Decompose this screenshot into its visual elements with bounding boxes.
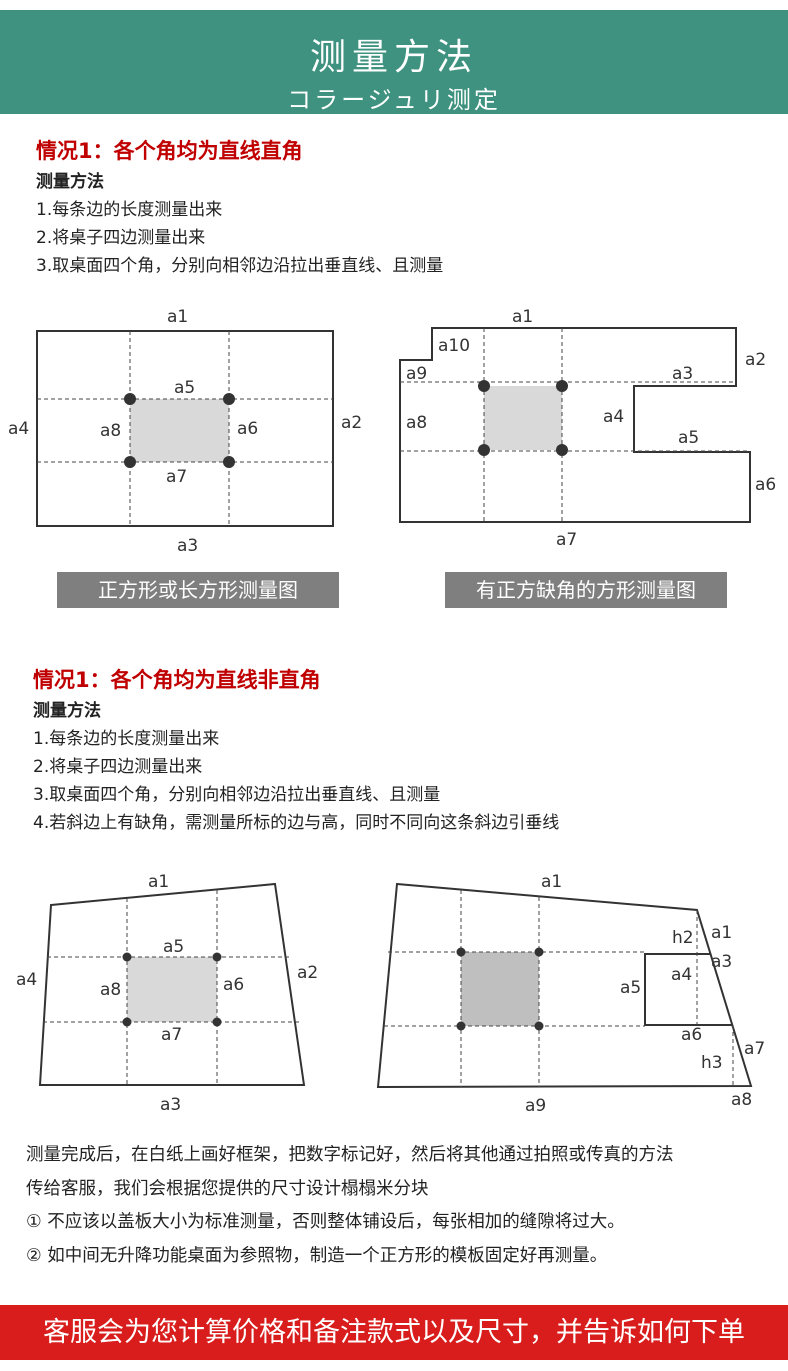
diagram-rectangle: a1 a2 a3 a4 a5 a6 a7 a8 (8, 307, 362, 556)
label-a9: a9 (406, 364, 427, 384)
section2-step: 1.每条边的长度测量出来 (33, 729, 220, 749)
diagram-irregular: a1 h2 a1 a3 a4 a5 a6 a7 h3 a8 a9 (376, 872, 765, 1116)
center-panel (130, 399, 229, 462)
label-a2: a2 (341, 413, 362, 433)
guide-lines (384, 890, 734, 1087)
note-line: ① 不应该以盖板大小为标准测量，否则整体铺设后，每张相加的缝隙将过大。 (26, 1212, 625, 1232)
section2-step: 4.若斜边上有缺角，需测量所标的边与高，同时不同向这条斜边引垂线 (33, 813, 560, 833)
section1-step: 2.将桌子四边测量出来 (36, 228, 206, 248)
section2-heading: 测量方法 (33, 701, 101, 721)
center-panel (127, 957, 217, 1022)
section1-steps: 测量方法 1.每条边的长度测量出来 2.将桌子四边测量出来 3.取桌面四个角，分… (36, 168, 443, 280)
diagram-notched: a1 a2 a3 a4 a5 a6 a7 a8 a9 a10 (399, 307, 776, 550)
label-a1-small: a1 (711, 923, 732, 943)
table-outline (38, 882, 306, 1086)
label-a8: a8 (100, 421, 121, 441)
label-a9: a9 (525, 1096, 546, 1116)
section1-title: 情况1：各个角均为直线直角 (36, 139, 303, 163)
label-a5: a5 (678, 428, 699, 448)
corner-points (478, 380, 568, 456)
corner-points (122, 952, 222, 1027)
label-a1: a1 (148, 872, 169, 892)
caption-notched: 有正方缺角的方形测量图 (445, 572, 727, 608)
section1-step: 3.取桌面四个角，分别向相邻边沿拉出垂直线、且测量 (36, 256, 444, 276)
footer-banner: 客服会为您计算价格和备注款式以及尺寸，并告诉如何下单 (0, 1305, 788, 1360)
label-a8: a8 (406, 413, 427, 433)
label-a6: a6 (681, 1025, 702, 1045)
center-panel (461, 952, 539, 1026)
section1-heading: 测量方法 (36, 172, 104, 192)
note-line: ② 如中间无升降功能桌面为参照物，制造一个正方形的模板固定好再测量。 (26, 1246, 608, 1266)
corner-points (456, 947, 544, 1031)
label-a4: a4 (16, 970, 37, 990)
label-a4: a4 (8, 419, 29, 439)
label-h2: h2 (672, 928, 694, 948)
label-a8: a8 (731, 1090, 752, 1110)
guide-lines (37, 331, 333, 526)
label-a4: a4 (603, 407, 624, 427)
guide-lines (43, 890, 299, 1085)
label-a7: a7 (744, 1039, 765, 1059)
label-a1: a1 (512, 307, 533, 327)
label-a10: a10 (438, 336, 470, 356)
label-a1: a1 (541, 872, 562, 892)
label-a3: a3 (672, 364, 693, 384)
section2-step: 3.取桌面四个角，分别向相邻边沿拉出垂直线、且测量 (33, 785, 441, 805)
label-a5: a5 (620, 978, 641, 998)
corner-points (124, 393, 235, 468)
label-a7: a7 (556, 530, 577, 550)
table-outline (36, 330, 334, 527)
section2-step: 2.将桌子四边测量出来 (33, 757, 203, 777)
label-a3: a3 (711, 952, 732, 972)
page-subtitle: コラージュリ测定 (287, 86, 501, 114)
note-line: 传给客服，我们会根据您提供的尺寸设计榻榻米分块 (26, 1179, 429, 1199)
table-outline (376, 882, 753, 1089)
label-a6: a6 (237, 419, 258, 439)
note-line: 测量完成后，在白纸上画好框架，把数字标记好，然后将其他通过拍照或传真的方法 (26, 1145, 674, 1165)
center-panel (484, 386, 562, 450)
label-a2: a2 (297, 963, 318, 983)
section2-steps: 测量方法 1.每条边的长度测量出来 2.将桌子四边测量出来 3.取桌面四个角，分… (33, 697, 559, 837)
label-a4: a4 (671, 965, 692, 985)
label-a7: a7 (161, 1025, 182, 1045)
section1-step: 1.每条边的长度测量出来 (36, 200, 223, 220)
label-a3: a3 (160, 1095, 181, 1115)
page-header: 测量方法 コラージュリ测定 (0, 10, 788, 114)
label-h3: h3 (701, 1053, 723, 1073)
label-a7: a7 (166, 467, 187, 487)
label-a8: a8 (100, 980, 121, 1000)
label-a1: a1 (167, 307, 188, 327)
table-outline (399, 327, 751, 523)
diagram-trapezoid: a1 a2 a3 a4 a5 a6 a7 a8 (16, 872, 318, 1115)
label-a5: a5 (174, 378, 195, 398)
guide-lines (400, 328, 750, 522)
section2-title: 情况1：各个角均为直线非直角 (33, 668, 321, 692)
cut-corner-outline (644, 953, 733, 1026)
label-a5: a5 (163, 937, 184, 957)
label-a2: a2 (745, 350, 766, 370)
label-a6: a6 (755, 475, 776, 495)
label-a3: a3 (177, 536, 198, 556)
page-title: 测量方法 (309, 37, 478, 78)
label-a6: a6 (223, 975, 244, 995)
caption-rectangle: 正方形或长方形测量图 (57, 572, 339, 608)
